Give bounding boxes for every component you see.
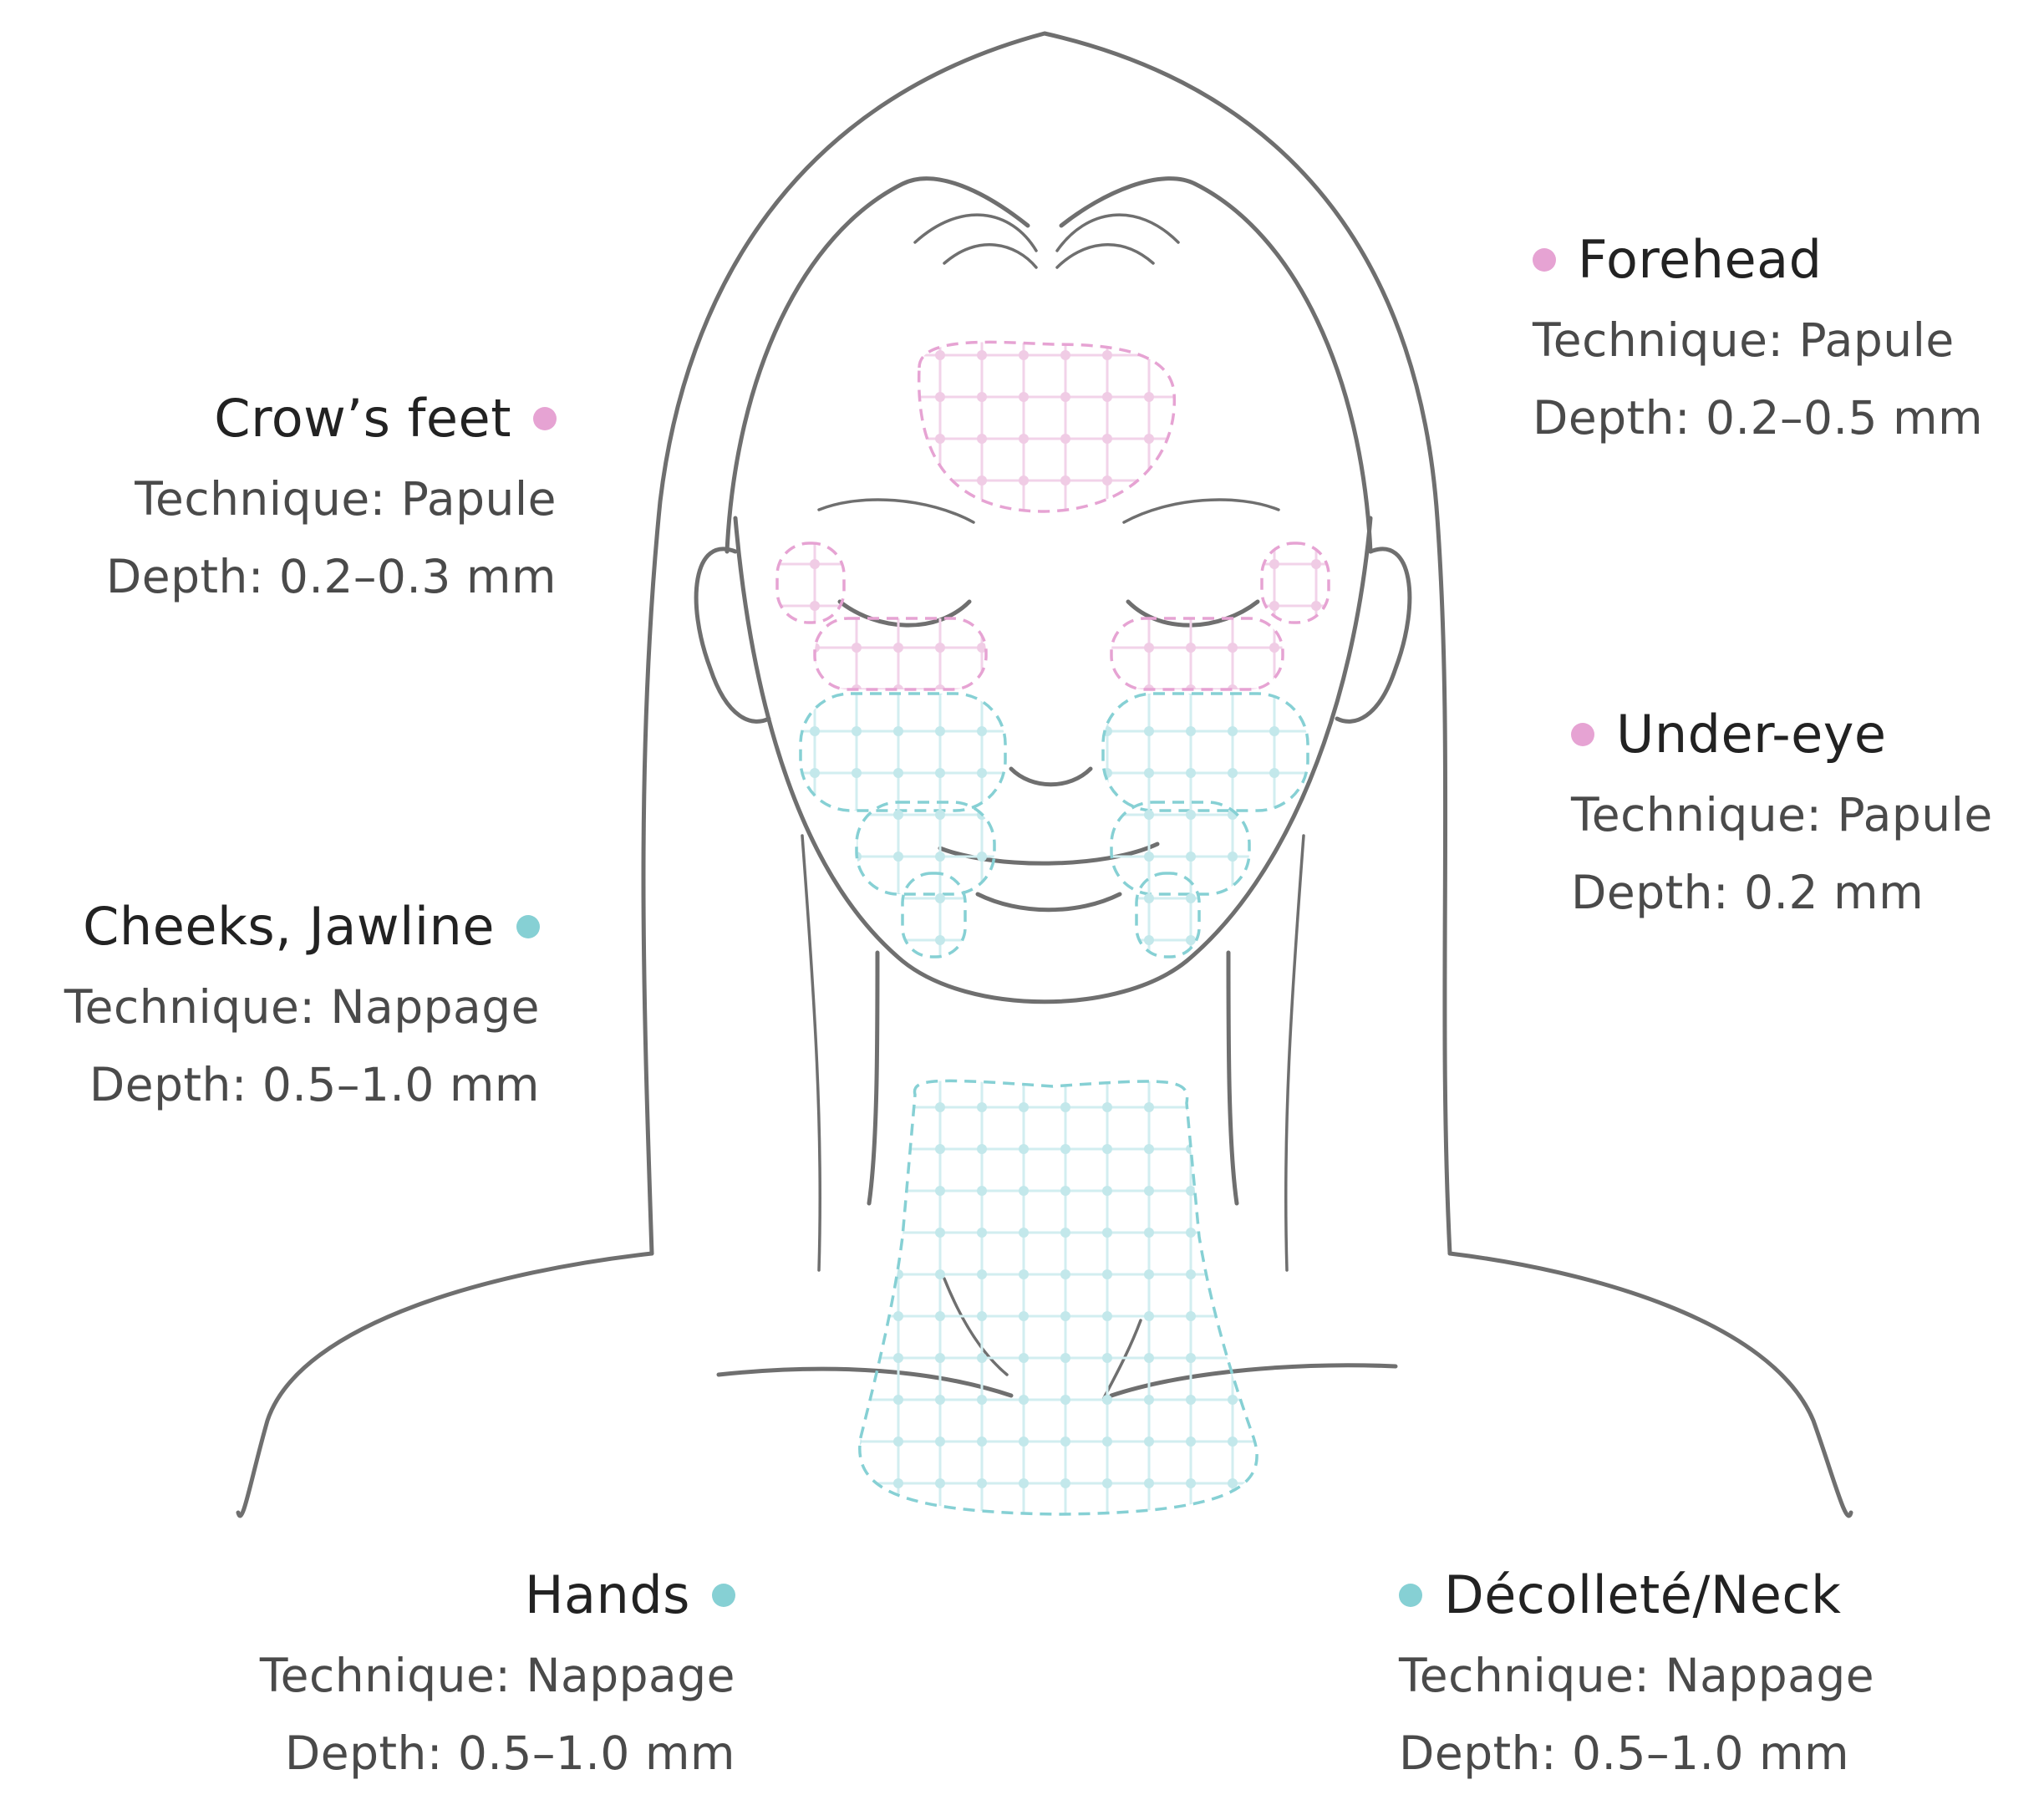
label-under-eye-title-row: Under-eye xyxy=(1571,709,1993,760)
zone-chin-left xyxy=(903,873,965,957)
zone-forehead xyxy=(919,342,1175,511)
hair-lower-left xyxy=(802,836,820,1270)
label-under-eye: Under-eye Technique: Papule Depth: 0.2 m… xyxy=(1571,709,1993,916)
label-decollete-neck-title: Décolleté/Neck xyxy=(1444,1569,1841,1621)
nappage-dot-icon xyxy=(1399,1584,1422,1607)
label-under-eye-technique: Technique: Papule xyxy=(1571,792,1993,838)
label-forehead-title-row: Forehead xyxy=(1533,234,1983,286)
label-decollete-neck-title-row: Décolleté/Neck xyxy=(1399,1569,1874,1621)
label-cheeks-jawline-technique: Technique: Nappage xyxy=(64,984,540,1030)
label-under-eye-title: Under-eye xyxy=(1616,709,1887,760)
label-forehead-technique: Technique: Papule xyxy=(1533,318,1983,364)
zone-cheek-left xyxy=(801,694,1005,811)
nappage-dot-icon xyxy=(516,915,540,938)
papule-dot-icon xyxy=(1533,248,1556,272)
label-hands-technique: Technique: Nappage xyxy=(260,1653,735,1699)
eyebrow-left xyxy=(819,500,974,522)
ear-right xyxy=(1337,549,1410,721)
hair-outline xyxy=(643,33,1450,1253)
shoulder-left xyxy=(238,1253,652,1516)
nose xyxy=(1011,769,1091,785)
label-crows-feet: Crow’s feet Technique: Papule Depth: 0.2… xyxy=(106,393,557,600)
label-cheeks-jawline: Cheeks, Jawline Technique: Nappage Depth… xyxy=(64,901,540,1108)
label-forehead-title: Forehead xyxy=(1578,234,1822,286)
zone-chin-right xyxy=(1136,873,1199,957)
label-cheeks-jawline-title: Cheeks, Jawline xyxy=(83,901,495,953)
zone-decollete-neck xyxy=(860,1081,1257,1514)
ear-left xyxy=(696,549,769,721)
zone-cheek-right xyxy=(1103,694,1308,811)
label-cheeks-jawline-depth: Depth: 0.5–1.0 mm xyxy=(64,1062,540,1108)
zone-under-eye-right xyxy=(1111,618,1283,689)
label-cheeks-jawline-title-row: Cheeks, Jawline xyxy=(64,901,540,953)
papule-dot-icon xyxy=(533,407,557,430)
eyebrow-right xyxy=(1124,500,1279,522)
zone-under-eye-left xyxy=(815,618,986,689)
hair-strand xyxy=(1057,245,1153,267)
label-forehead: Forehead Technique: Papule Depth: 0.2–0.… xyxy=(1533,234,1983,441)
mouth-lower xyxy=(978,894,1120,910)
label-forehead-depth: Depth: 0.2–0.5 mm xyxy=(1533,395,1983,441)
label-crows-feet-title: Crow’s feet xyxy=(214,393,511,445)
label-decollete-neck-depth: Depth: 0.5–1.0 mm xyxy=(1399,1731,1874,1777)
neck-left xyxy=(869,953,877,1203)
zone-crows-feet-right xyxy=(1262,543,1329,623)
zone-crows-feet-left xyxy=(777,543,844,623)
shoulder-right xyxy=(1450,1253,1851,1516)
hair-lower-right xyxy=(1286,836,1304,1270)
label-crows-feet-title-row: Crow’s feet xyxy=(106,393,557,445)
label-under-eye-depth: Depth: 0.2 mm xyxy=(1571,870,1993,916)
neck-right xyxy=(1228,953,1237,1203)
label-hands-title-row: Hands xyxy=(260,1569,735,1621)
label-hands: Hands Technique: Nappage Depth: 0.5–1.0 … xyxy=(260,1569,735,1777)
label-crows-feet-technique: Technique: Papule xyxy=(106,476,557,522)
label-decollete-neck: Décolleté/Neck Technique: Nappage Depth:… xyxy=(1399,1569,1874,1777)
hair-strand xyxy=(944,245,1036,267)
nappage-dot-icon xyxy=(712,1584,735,1607)
label-crows-feet-depth: Depth: 0.2–0.3 mm xyxy=(106,554,557,600)
papule-dot-icon xyxy=(1571,723,1594,746)
label-decollete-neck-technique: Technique: Nappage xyxy=(1399,1653,1874,1699)
label-hands-title: Hands xyxy=(525,1569,690,1621)
label-hands-depth: Depth: 0.5–1.0 mm xyxy=(260,1731,735,1777)
